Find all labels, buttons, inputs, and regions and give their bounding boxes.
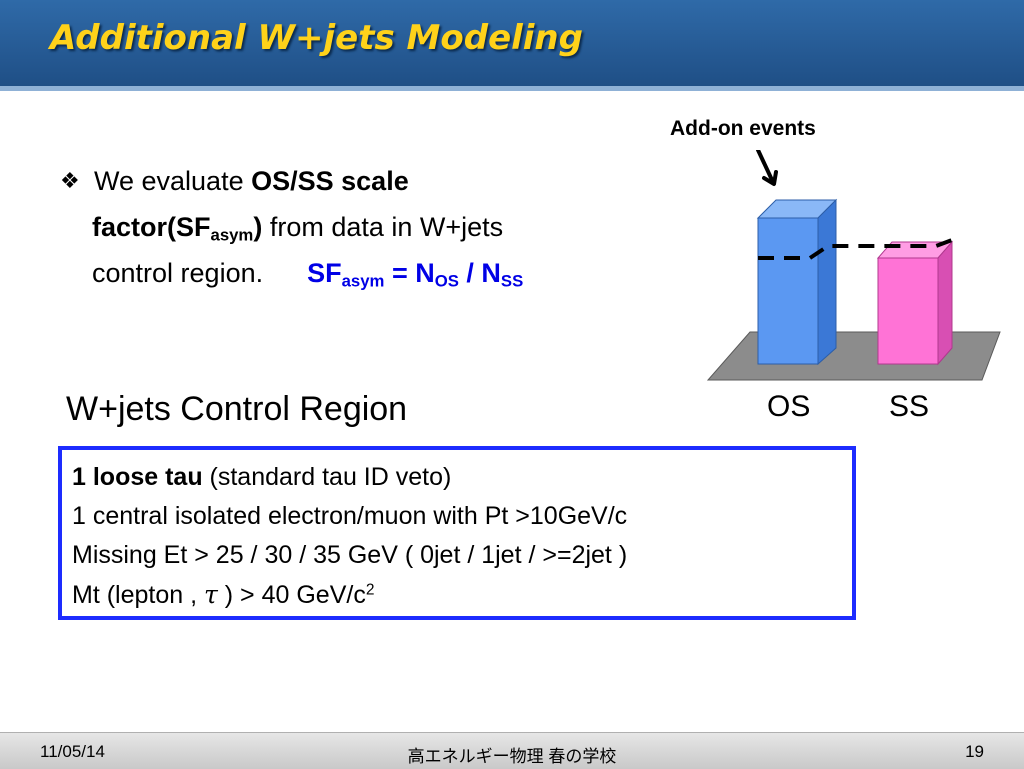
ss-label: SS	[889, 390, 930, 423]
bullet-line-2: factor(SFasym) from data in W+jets	[60, 204, 660, 250]
formula-sf: SF	[307, 258, 342, 288]
os-bar-side	[817, 198, 837, 366]
sf-subscript: asym	[210, 225, 254, 245]
bullet-text-1: We evaluate	[94, 166, 252, 196]
bullet-text-3: control region.	[92, 258, 264, 288]
os-label: OS	[767, 390, 811, 423]
formula-ss-sub: SS	[500, 271, 524, 291]
bullet-line-1: ❖ We evaluate OS/SS scale	[60, 158, 660, 204]
diamond-bullet-icon: ❖	[60, 168, 80, 193]
criteria-line-2: 1 central isolated electron/muon with Pt…	[72, 502, 628, 530]
tau-symbol: τ	[204, 580, 218, 609]
footer-title: 高エネルギー物理 春の学校	[407, 747, 617, 766]
footer-date: 11/05/14	[40, 742, 105, 761]
footer-bar: 11/05/14 高エネルギー物理 春の学校 19	[0, 732, 1024, 769]
bullet-text-2: from data in W+jets	[262, 212, 504, 242]
formula-os-sub: OS	[434, 271, 459, 291]
add-on-arrow-head	[762, 170, 778, 186]
title-bar-divider	[0, 86, 1024, 91]
os-bar	[757, 217, 819, 365]
criteria-line-3: Missing Et > 25 / 30 / 35 GeV ( 0jet / 1…	[72, 541, 628, 569]
criteria-line-1-bold: 1 loose tau	[72, 463, 203, 491]
criteria-line-1: 1 loose tau (standard tau ID veto)	[72, 458, 852, 497]
formula-eq: = N	[384, 258, 435, 288]
bullet-point: ❖ We evaluate OS/SS scale factor(SFasym) …	[60, 158, 660, 296]
criteria-line-4-a: Mt (lepton ,	[72, 581, 204, 609]
formula-slash: / N	[458, 258, 501, 288]
ss-level-dashed-line	[758, 238, 953, 260]
bullet-line-3: control region. SFasym = NOS / NSS	[60, 250, 660, 296]
criteria-line-4-b: ) > 40 GeV/c	[217, 581, 366, 609]
sf-close: )	[253, 212, 263, 242]
formula-sf-sub: asym	[341, 271, 385, 291]
criteria-line-4: Mt (lepton , τ ) > 40 GeV/c2	[72, 575, 852, 615]
formula: SFasym = NOS / NSS	[307, 258, 524, 291]
criteria-box: 1 loose tau (standard tau ID veto) 1 cen…	[58, 446, 856, 620]
criteria-line-1-rest: (standard tau ID veto)	[202, 463, 452, 491]
slide-title: Additional W+jets Modeling	[50, 18, 583, 58]
page-number: 19	[965, 742, 984, 761]
bullet-bold-1: OS/SS scale	[251, 166, 409, 196]
section-title: W+jets Control Region	[66, 390, 408, 428]
os-ss-bar-figure	[706, 150, 1001, 381]
ss-bar	[877, 257, 939, 365]
base-platform	[706, 331, 1001, 381]
add-on-arrow	[756, 150, 774, 182]
add-on-events-label: Add-on events	[670, 117, 816, 140]
title-bar	[0, 0, 1024, 86]
bullet-bold-2: factor(SFasym)	[92, 212, 263, 245]
criteria-line-4-sup: 2	[365, 581, 375, 599]
ss-bar-side	[937, 240, 953, 366]
sf-term: factor(SF	[92, 212, 211, 242]
